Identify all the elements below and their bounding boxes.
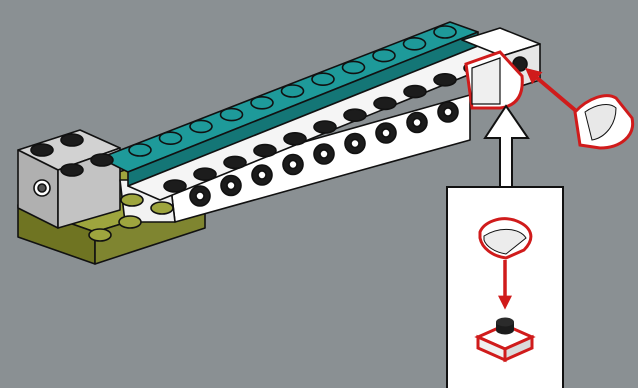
technic-hole-center <box>227 182 235 190</box>
technic-hole-center <box>320 150 328 158</box>
white-row-stud <box>374 97 396 109</box>
technic-hole-center <box>444 108 452 116</box>
callout-panel <box>447 187 563 388</box>
technic-hole-center <box>351 140 359 148</box>
white-row-stud <box>254 145 276 157</box>
white-row-stud <box>344 109 366 121</box>
teal-stud <box>221 109 243 121</box>
teal-stud <box>373 50 395 62</box>
technic-hole-center <box>413 119 421 127</box>
white-row-stud <box>164 180 186 192</box>
white-row-stud <box>314 121 336 133</box>
teal-stud <box>190 120 212 132</box>
white-row-stud <box>284 133 306 145</box>
white-row-stud <box>404 86 426 98</box>
teal-stud <box>343 61 365 73</box>
technic-hole-center <box>196 192 204 200</box>
teal-stud <box>251 97 273 109</box>
technic-hole-center <box>258 171 266 179</box>
white-row-stud <box>224 156 246 168</box>
technic-hole-center <box>289 161 297 169</box>
teal-stud <box>282 85 304 97</box>
teal-stud <box>160 132 182 144</box>
teal-stud <box>129 144 151 156</box>
teal-stud <box>312 73 334 85</box>
technic-hole-center <box>382 129 390 137</box>
teal-stud <box>404 38 426 50</box>
white-row-stud <box>194 168 216 180</box>
white-row-stud <box>434 74 456 86</box>
teal-stud <box>434 26 456 38</box>
